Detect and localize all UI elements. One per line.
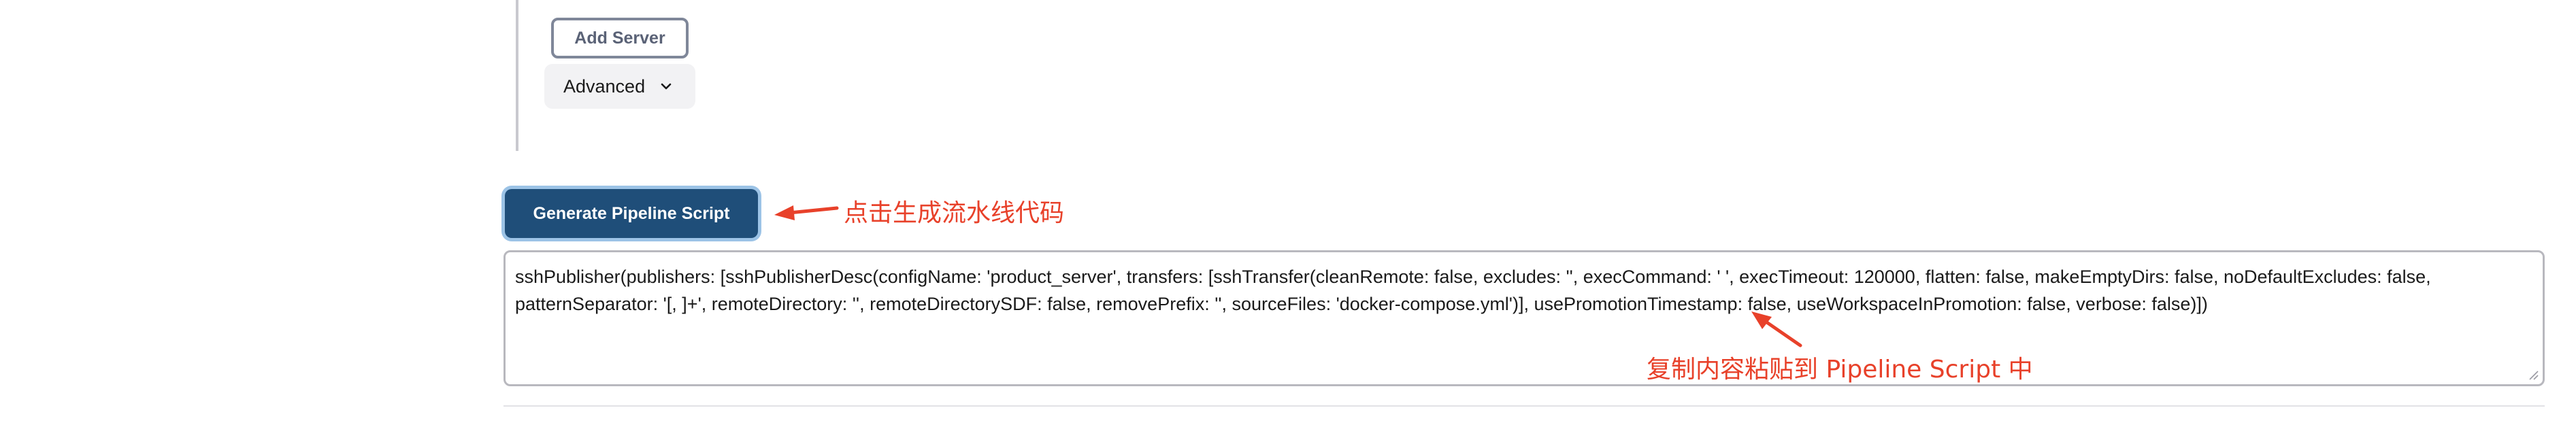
section-divider <box>516 0 518 151</box>
arrow-to-generate-icon <box>774 205 839 220</box>
generated-script-textarea[interactable]: sshPublisher(publishers: [sshPublisherDe… <box>503 250 2545 386</box>
resize-grip-icon[interactable] <box>2528 369 2539 380</box>
advanced-label: Advanced <box>563 75 646 97</box>
annotation-click-generate: 点击生成流水线代码 <box>844 199 1065 227</box>
add-server-button[interactable]: Add Server <box>551 18 689 58</box>
generate-pipeline-script-button[interactable]: Generate Pipeline Script <box>505 189 758 238</box>
advanced-button[interactable]: Advanced <box>544 64 695 109</box>
annotation-copy-paste: 复制内容粘贴到 Pipeline Script 中 <box>1647 356 2033 384</box>
generated-script-text: sshPublisher(publishers: [sshPublisherDe… <box>515 267 2431 314</box>
bottom-divider <box>503 405 2545 407</box>
chevron-down-icon <box>661 83 672 90</box>
